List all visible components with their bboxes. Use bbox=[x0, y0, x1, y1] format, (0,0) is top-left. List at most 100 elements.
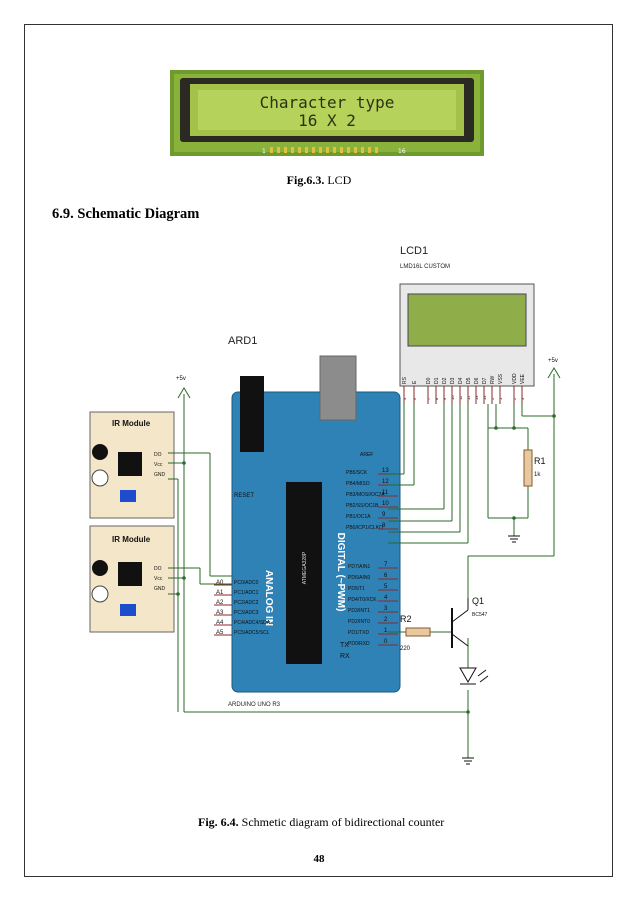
digital-pin-name: PB4/MISO bbox=[346, 481, 370, 487]
analog-pin-name: PC1/ADC1 bbox=[234, 590, 259, 596]
lcd-pin-label: D3 bbox=[450, 377, 456, 384]
lcd-pin-label: RW bbox=[490, 375, 496, 384]
supply-right: +5v bbox=[547, 358, 561, 379]
analog-pin-name: PC2/ADC2 bbox=[234, 600, 259, 606]
lcd-model: LMD16L CUSTOM bbox=[400, 264, 450, 270]
digital-pin-name: PD4/T0/XCK bbox=[348, 597, 377, 603]
caption-schematic-text: Schmetic diagram of bidirectional counte… bbox=[238, 815, 445, 829]
aref-label: AREF bbox=[360, 452, 373, 458]
analog-pin-id: A5 bbox=[216, 630, 224, 636]
digital-pin-number: 1 bbox=[384, 628, 388, 634]
lcd-photo: Character type 16 X 2 1 16 bbox=[170, 70, 484, 156]
schematic-diagram: LCD1 LMD16L CUSTOM RS4E6D07D18D29D310D41… bbox=[89, 245, 561, 765]
digital-pin-number: 0 bbox=[384, 639, 388, 645]
lcd-pin-end: 16 bbox=[398, 148, 406, 155]
digital-pin-name: PD1/TXD bbox=[348, 630, 370, 636]
page-number: 48 bbox=[313, 853, 325, 865]
digital-pin-name: PB3/MOSI/OC2A bbox=[346, 492, 385, 498]
reset-label: RESET bbox=[234, 493, 254, 499]
digital-pin-name: PB2/SS/OC1B bbox=[346, 503, 379, 509]
digital-pin-number: 9 bbox=[382, 512, 386, 518]
transistor-q1: Q1 BC547 bbox=[451, 596, 488, 648]
digital-pin-number: 10 bbox=[382, 501, 389, 507]
analog-pin-name: PC3/ADC3 bbox=[234, 610, 259, 616]
digital-pin-name: PD7/AIN1 bbox=[348, 564, 370, 570]
caption-lcd-text: LCD bbox=[324, 173, 352, 187]
digital-pin-number: 8 bbox=[382, 523, 386, 529]
lcd-line-1: Character type bbox=[260, 93, 395, 112]
lcd-pin-start: 1 bbox=[262, 148, 266, 155]
tx-label: TX bbox=[340, 642, 349, 649]
ir1-pin-do: DO bbox=[154, 452, 162, 458]
digital-pin-number: 6 bbox=[384, 573, 388, 579]
lcd-pin-label: D7 bbox=[482, 377, 488, 384]
digital-pin-number: 5 bbox=[384, 584, 388, 590]
wires bbox=[168, 374, 555, 758]
lcd-pin-label: D6 bbox=[474, 377, 480, 384]
caption-lcd-label: Fig.6.3. bbox=[286, 173, 325, 187]
lcd-pin-label: D0 bbox=[426, 377, 432, 384]
digital-pin-name: PD0/RXD bbox=[348, 641, 370, 647]
analog-pin-id: A3 bbox=[216, 610, 224, 616]
supply-left: +5v bbox=[176, 376, 191, 399]
caption-lcd: Fig.6.3. LCD bbox=[0, 173, 638, 188]
digital-pin-number: 11 bbox=[382, 490, 389, 496]
digital-pin-name: PD5/T1 bbox=[348, 586, 365, 592]
analog-pin-name: PC0/ADC0 bbox=[234, 580, 259, 586]
lcd-pin-label: D5 bbox=[466, 377, 472, 384]
digital-pin-number: 4 bbox=[384, 595, 388, 601]
analog-pin-name: PC5/ADC5/SCL bbox=[234, 630, 270, 636]
digital-pin-name: PD3/INT1 bbox=[348, 608, 370, 614]
lcd-pin-label: D2 bbox=[442, 377, 448, 384]
junction-dots bbox=[176, 414, 556, 714]
caption-schematic-label: Fig. 6.4. bbox=[198, 815, 239, 829]
ir1-pin-vcc: Vcc bbox=[154, 462, 163, 468]
ir-module-1: IR Module DO Vcc GND bbox=[89, 411, 175, 519]
ir2-pin-do: DO bbox=[154, 566, 162, 572]
lcd-pin-label: D1 bbox=[434, 377, 440, 384]
ir2-pin-gnd: GND bbox=[154, 586, 166, 592]
lcd-pin-label: VEE bbox=[520, 373, 526, 384]
dc-jack bbox=[240, 376, 264, 452]
ground-symbols bbox=[462, 535, 520, 765]
analog-pin-id: A4 bbox=[216, 620, 224, 626]
lcd-header-pins bbox=[270, 147, 378, 153]
r2-value: 220 bbox=[400, 646, 411, 652]
r1-value: 1k bbox=[534, 472, 541, 478]
digital-pin-name: PD2/INT0 bbox=[348, 619, 370, 625]
arduino-ref: ARD1 bbox=[228, 335, 257, 347]
lcd-pin-label: RS bbox=[402, 376, 408, 384]
analog-pin-name: PC4/ADC4/SDA bbox=[234, 620, 271, 626]
ir-module-2-title: IR Module bbox=[112, 535, 151, 544]
digital-pin-name: PB5/SCK bbox=[346, 470, 368, 476]
rx-label: RX bbox=[340, 653, 350, 660]
resistor-r2 bbox=[405, 627, 431, 637]
lcd-pin-label: VSS bbox=[498, 373, 504, 384]
q1-model: BC547 bbox=[472, 612, 488, 618]
digital-pin-number: 13 bbox=[382, 468, 389, 474]
lcd-pin-label: VDD bbox=[512, 373, 518, 384]
ir2-pin-vcc: Vcc bbox=[154, 576, 163, 582]
r2-ref: R2 bbox=[400, 614, 412, 624]
analog-in-label: ANALOG IN bbox=[263, 570, 274, 626]
caption-schematic: Fig. 6.4. Schmetic diagram of bidirectio… bbox=[198, 815, 444, 830]
digital-pin-number: 3 bbox=[384, 606, 388, 612]
lcd-ref: LCD1 bbox=[400, 245, 428, 257]
digital-pin-number: 7 bbox=[384, 562, 388, 568]
resistor-r1 bbox=[523, 449, 533, 487]
chip-label: ATMEGA328P bbox=[302, 551, 308, 584]
supply-left-label: +5v bbox=[176, 376, 186, 382]
lcd-pin-label: D4 bbox=[458, 377, 464, 384]
analog-pin-id: A0 bbox=[216, 580, 224, 586]
lcd-pin-group: RS4E6D07D18D29D310D411D512D613D714RW5VSS… bbox=[402, 373, 526, 404]
section-title: 6.9. Schematic Diagram bbox=[52, 206, 200, 222]
led bbox=[459, 667, 489, 685]
r1-ref: R1 bbox=[534, 456, 546, 466]
lcd-pin-label: E bbox=[412, 380, 418, 384]
lcd-line-2: 16 X 2 bbox=[298, 111, 356, 130]
analog-pin-id: A2 bbox=[216, 600, 224, 606]
ir-module-2: IR Module DO Vcc GND bbox=[89, 525, 175, 633]
supply-right-label: +5v bbox=[548, 358, 558, 364]
